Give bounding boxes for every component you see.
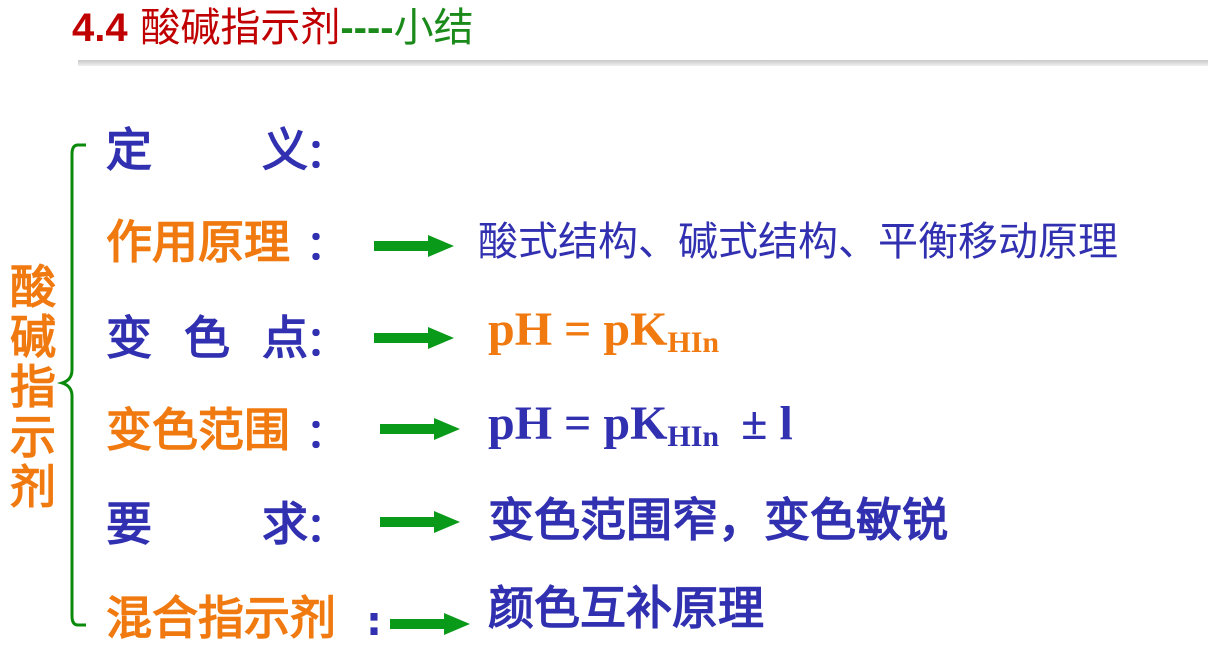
formula-tail: ± l (741, 397, 793, 450)
arrow-right-icon (374, 235, 454, 257)
row-requirement-label-b: 求 (262, 497, 308, 551)
title-sub: 小结 (393, 5, 474, 51)
arrow-right-icon (380, 511, 460, 533)
page-title: 4.4 酸碱指示剂----小结 (72, 2, 474, 54)
arrow-right-icon (390, 613, 470, 635)
arrow-right-icon (374, 327, 454, 349)
formula-lhs: pH (488, 303, 553, 356)
row-range-colon: ： (306, 411, 346, 457)
vertical-label: 酸碱指示剂 (10, 260, 56, 514)
row-point-label-b: 色 (184, 311, 230, 365)
row-mixed-colon: : (366, 599, 382, 645)
formula-sub: HIn (667, 420, 720, 453)
formula-pk: pK (603, 303, 668, 356)
row-range-label: 变色范围 (106, 403, 290, 457)
formula-eq: = (564, 397, 592, 450)
row-principle-colon: ： (306, 223, 346, 269)
row-point-formula: pH = pKHIn (488, 302, 719, 371)
formula-eq: = (564, 303, 592, 356)
arrow-right-icon (380, 418, 460, 440)
row-principle-content: 酸式结构、碱式结构、平衡移动原理 (478, 219, 1118, 265)
formula-sub: HIn (667, 326, 720, 359)
row-point-label-a: 变 (106, 311, 152, 365)
curly-brace (56, 143, 86, 627)
row-mixed-content: 颜色互补原理 (488, 581, 764, 635)
row-point-label-c: 点 (262, 311, 308, 365)
formula-lhs: pH (488, 397, 553, 450)
row-point-colon: ： (306, 319, 346, 365)
title-number: 4.4 (72, 6, 128, 50)
row-requirement-content: 变色范围窄，变色敏锐 (488, 493, 948, 547)
row-range-formula: pH = pKHIn ± l (488, 396, 793, 465)
row-definition-label-a: 定 (106, 123, 152, 177)
formula-pk: pK (603, 397, 668, 450)
row-mixed-label: 混合指示剂 (106, 591, 336, 645)
row-requirement-colon: ： (306, 505, 346, 551)
title-dash: ---- (340, 6, 394, 50)
title-divider (78, 60, 1208, 66)
row-principle-label: 作用原理 (106, 215, 290, 269)
row-definition-colon: ： (306, 131, 346, 177)
row-definition-label-b: 义 (262, 123, 308, 177)
row-requirement-label-a: 要 (106, 497, 152, 551)
title-main: 酸碱指示剂 (140, 5, 341, 51)
